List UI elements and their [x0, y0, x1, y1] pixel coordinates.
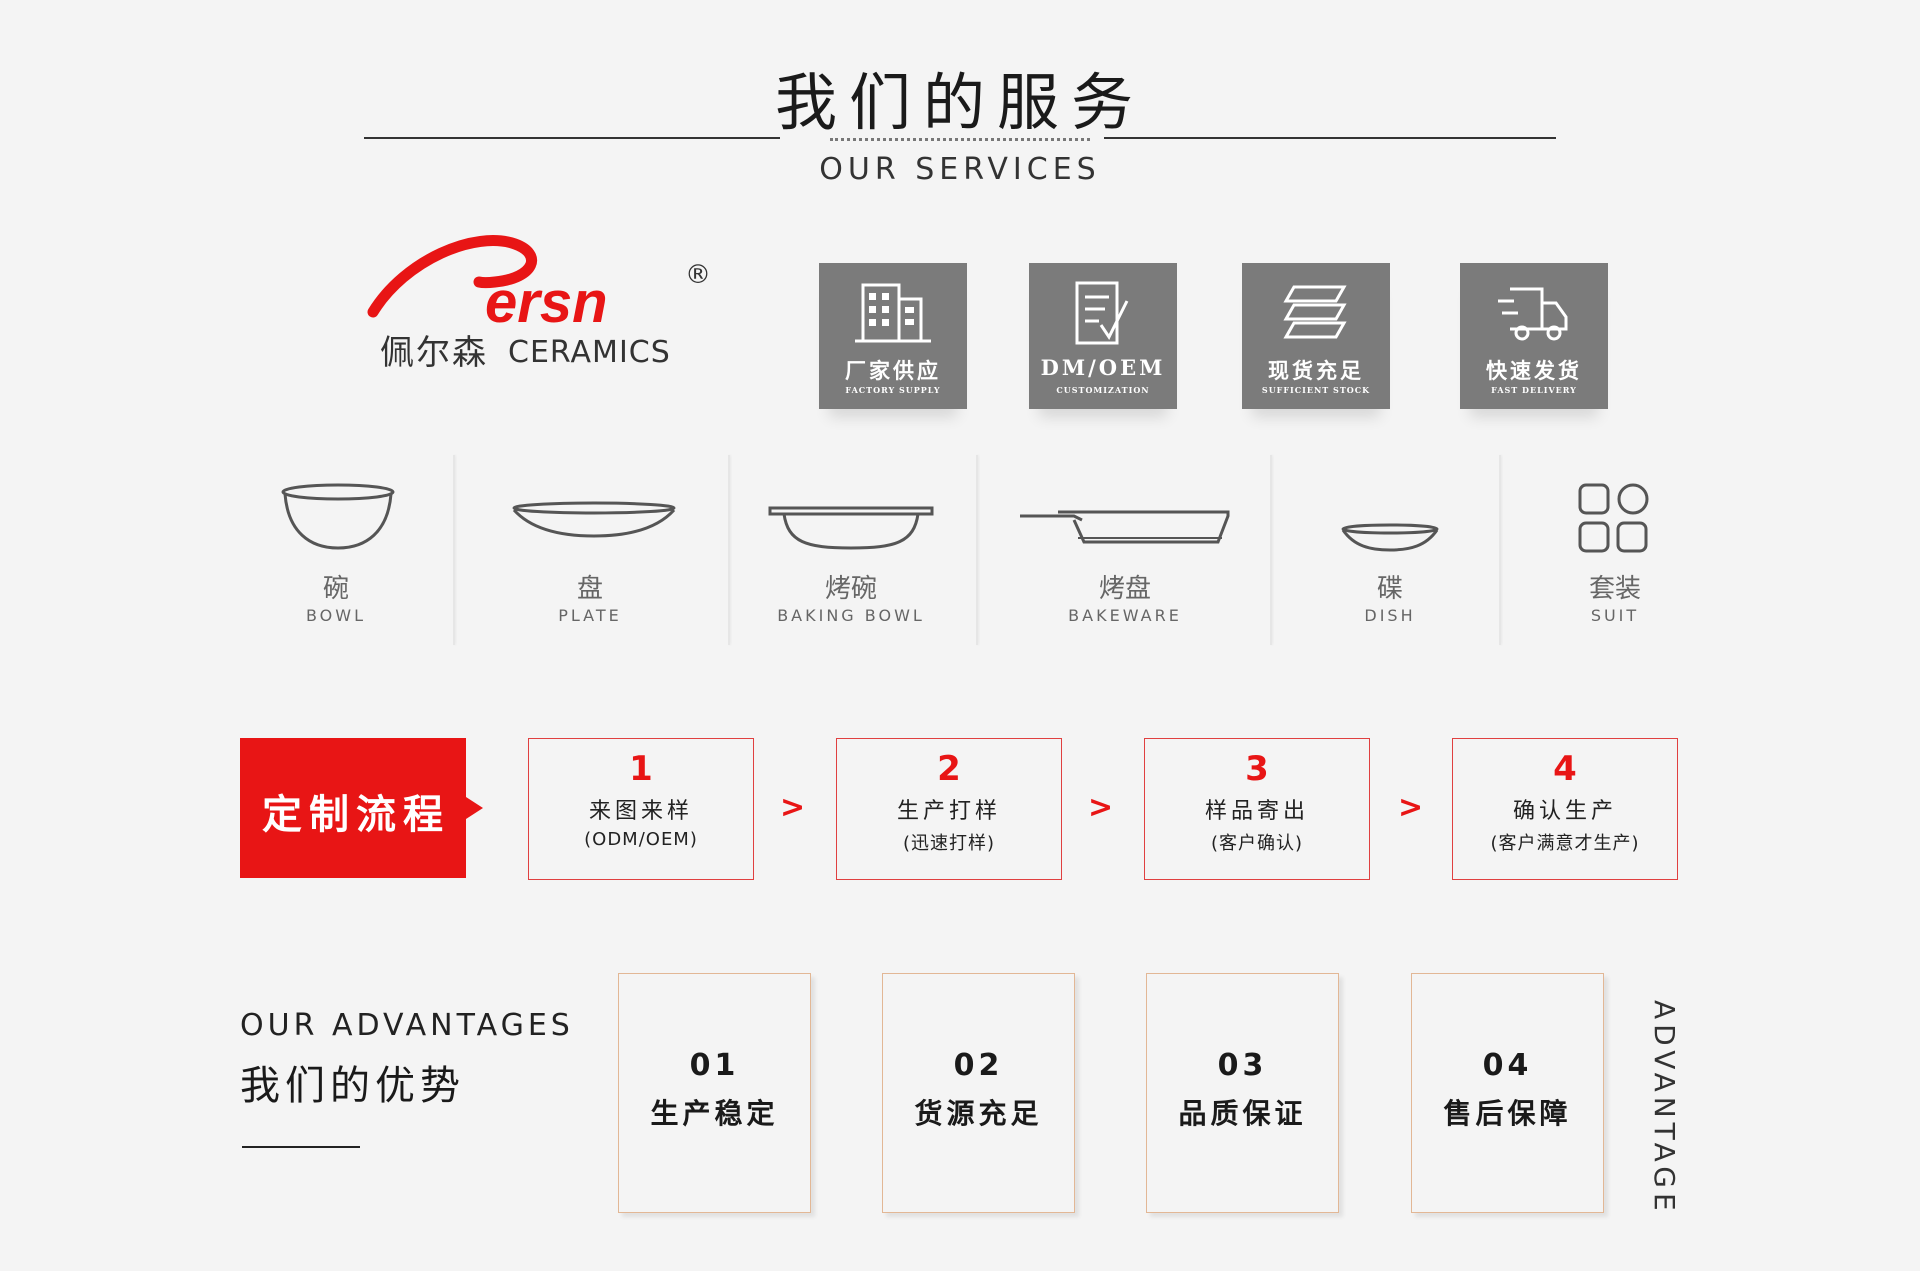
product-suit[interactable]: 套装 SUIT — [1545, 440, 1685, 650]
product-bowl[interactable]: 碗 BOWL — [256, 440, 416, 650]
product-divider — [453, 455, 455, 645]
product-label: 碗 — [322, 574, 349, 604]
title-right-rule — [1104, 137, 1556, 139]
brand-logo: ersn — [365, 230, 725, 370]
advantage-vertical-text: ADVANTAGE — [1648, 1000, 1681, 1216]
product-sublabel: DISH — [1364, 606, 1416, 625]
process-arrow-icon — [466, 797, 483, 819]
process-label-text: 定制流程 — [262, 792, 450, 838]
title-dotted-rule — [830, 138, 1090, 141]
service-label: 快速发货 — [1486, 358, 1582, 383]
step-subtitle: (客户确认) — [1210, 833, 1304, 854]
step-number: 3 — [1245, 749, 1269, 789]
product-label: 碟 — [1376, 574, 1403, 604]
advantages-underline — [242, 1146, 360, 1148]
advantage-number: 02 — [953, 1048, 1004, 1083]
grid-squares-icon — [1578, 483, 1649, 553]
process-label: 定制流程 — [240, 738, 466, 878]
advantage-vertical-label: ADVANTAGE — [1645, 1000, 1685, 1216]
product-sublabel: BOWL — [305, 606, 367, 625]
advantage-card-2: 02 货源充足 — [882, 973, 1075, 1213]
process-step-1: 1 来图来样 (ODM/OEM) — [528, 738, 754, 880]
step-title: 来图来样 — [588, 799, 693, 824]
step-number: 1 — [629, 749, 653, 789]
registered-mark: ® — [685, 260, 711, 290]
step-subtitle: (客户满意才生产) — [1490, 833, 1640, 854]
product-divider — [728, 455, 730, 645]
page-subtitle: OUR SERVICES — [819, 152, 1101, 187]
bowl-icon — [281, 483, 395, 550]
step-separator: > — [1088, 790, 1114, 825]
product-divider — [976, 455, 978, 645]
process-step-2: 2 生产打样 (迅速打样) — [836, 738, 1062, 880]
factory-building-icon — [855, 283, 931, 343]
service-sublabel: FACTORY SUPPLY — [845, 385, 941, 395]
advantages-title-en: OUR ADVANTAGES — [240, 1008, 574, 1043]
product-divider — [1270, 455, 1272, 645]
process-step-3: 3 样品寄出 (客户确认) — [1144, 738, 1370, 880]
brand-name-en: CERAMICS — [508, 335, 671, 370]
advantage-number: 03 — [1217, 1048, 1268, 1083]
page-title: 我们的服务 — [774, 66, 1145, 139]
step-number: 2 — [937, 749, 961, 789]
advantage-number: 01 — [689, 1048, 740, 1083]
product-label: 盘 — [576, 574, 603, 604]
advantages-title-cn: 我们的优势 — [240, 1063, 465, 1109]
service-factory-supply: 厂家供应 FACTORY SUPPLY — [819, 263, 967, 409]
product-baking-bowl[interactable]: 烤碗 BAKING BOWL — [756, 440, 946, 650]
svg-text:ersn: ersn — [485, 270, 608, 335]
product-dish[interactable]: 碟 DISH — [1320, 440, 1460, 650]
advantage-card-4: 04 售后保障 — [1411, 973, 1604, 1213]
brand-name-cn: 佩尔森 — [380, 333, 488, 373]
advantage-number: 04 — [1482, 1048, 1533, 1083]
product-label: 烤盘 — [1098, 574, 1151, 604]
service-label: 厂家供应 — [845, 358, 941, 383]
service-sufficient-stock: 现货充足 SUFFICIENT STOCK — [1242, 263, 1390, 409]
product-bakeware[interactable]: 烤盘 BAKEWARE — [1010, 440, 1240, 650]
step-subtitle: (迅速打样) — [902, 833, 996, 854]
service-sublabel: FAST DELIVERY — [1491, 385, 1577, 395]
service-customization: DM/OEM CUSTOMIZATION — [1029, 263, 1177, 409]
delivery-truck-icon — [1498, 287, 1568, 341]
product-label: 烤碗 — [824, 574, 877, 604]
service-label: DM/OEM — [1040, 355, 1166, 380]
step-title: 样品寄出 — [1204, 799, 1309, 824]
service-label: 现货充足 — [1268, 358, 1364, 383]
product-sublabel: BAKING BOWL — [777, 606, 925, 625]
step-title: 生产打样 — [896, 799, 1001, 824]
product-divider — [1499, 455, 1501, 645]
advantage-label: 生产稳定 — [650, 1097, 779, 1130]
product-sublabel: BAKEWARE — [1068, 606, 1182, 625]
plate-icon — [512, 501, 676, 538]
advantage-label: 品质保证 — [1178, 1097, 1307, 1130]
advantage-label: 售后保障 — [1443, 1097, 1572, 1130]
service-fast-delivery: 快速发货 FAST DELIVERY — [1460, 263, 1608, 409]
dish-icon — [1341, 523, 1439, 552]
service-sublabel: SUFFICIENT STOCK — [1261, 385, 1371, 395]
baking-bowl-icon — [768, 506, 934, 550]
advantage-card-3: 03 品质保证 — [1146, 973, 1339, 1213]
step-separator: > — [1398, 790, 1424, 825]
product-plate[interactable]: 盘 PLATE — [500, 440, 680, 650]
process-step-4: 4 确认生产 (客户满意才生产) — [1452, 738, 1678, 880]
document-check-icon — [1075, 281, 1129, 345]
advantage-label: 货源充足 — [914, 1097, 1043, 1130]
product-sublabel: SUIT — [1590, 606, 1640, 625]
step-number: 4 — [1553, 749, 1577, 789]
advantage-card-1: 01 生产稳定 — [618, 973, 811, 1213]
step-title: 确认生产 — [1512, 799, 1617, 824]
stacked-layers-icon — [1283, 285, 1347, 339]
product-sublabel: PLATE — [558, 606, 622, 625]
service-sublabel: CUSTOMIZATION — [1056, 385, 1150, 395]
title-left-rule — [364, 137, 780, 139]
product-label: 套装 — [1588, 574, 1641, 604]
step-subtitle: (ODM/OEM) — [584, 829, 698, 850]
step-separator: > — [780, 790, 806, 825]
bakeware-icon — [1020, 510, 1230, 544]
